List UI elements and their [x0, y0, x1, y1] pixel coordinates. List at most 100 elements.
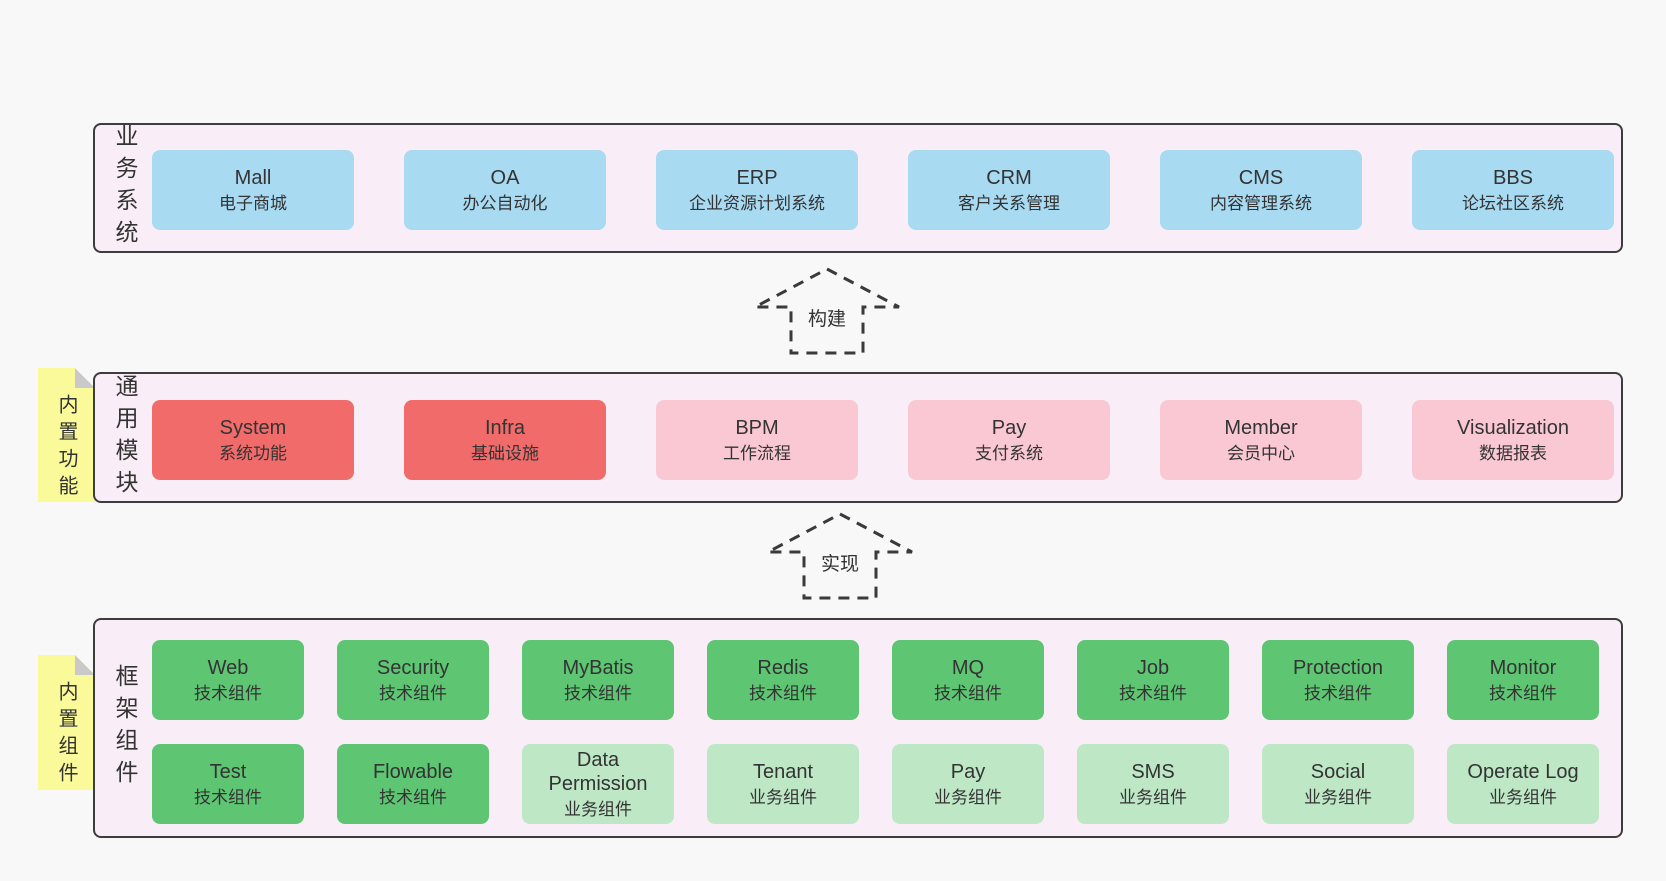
common-modules-row: System 系统功能 Infra 基础设施 BPM 工作流程 Pay 支付系统…: [95, 374, 1621, 480]
box-redis: Redis 技术组件: [707, 640, 859, 720]
box-tenant: Tenant 业务组件: [707, 744, 859, 824]
box-bbs-subtitle: 论坛社区系统: [1462, 193, 1564, 213]
box-oa-name: OA: [490, 166, 520, 189]
box-crm-subtitle: 客户关系管理: [958, 193, 1060, 213]
box-test: Test 技术组件: [152, 744, 304, 824]
arrow-implement: 实现: [765, 511, 915, 601]
box-flowable-name: Flowable: [372, 760, 454, 783]
framework-components-panel: 框架组件 Web 技术组件 Security 技术组件 MyBatis 技术组件…: [93, 618, 1623, 838]
box-erp: ERP 企业资源计划系统: [656, 150, 858, 230]
note-fold-corner-icon: [75, 368, 95, 388]
box-erp-name: ERP: [736, 166, 778, 189]
box-mq-subtitle: 技术组件: [934, 683, 1002, 703]
box-operate-log-name: Operate Log: [1467, 760, 1579, 783]
box-pay-component: Pay 业务组件: [892, 744, 1044, 824]
box-member-name: Member: [1224, 416, 1298, 439]
box-mall: Mall 电子商城: [152, 150, 354, 230]
note-built-in-components-text: 内置组件: [55, 681, 77, 789]
box-web-subtitle: 技术组件: [194, 683, 262, 703]
box-oa: OA 办公自动化: [404, 150, 606, 230]
box-mq: MQ 技术组件: [892, 640, 1044, 720]
box-mall-subtitle: 电子商城: [219, 193, 287, 213]
box-redis-name: Redis: [757, 656, 809, 679]
box-system-name: System: [219, 416, 287, 439]
box-sms-subtitle: 业务组件: [1119, 787, 1187, 807]
common-modules-panel: 通用模块 System 系统功能 Infra 基础设施 BPM 工作流程 Pay…: [93, 372, 1623, 503]
box-job: Job 技术组件: [1077, 640, 1229, 720]
box-flowable: Flowable 技术组件: [337, 744, 489, 824]
box-crm-name: CRM: [986, 166, 1032, 189]
business-systems-label: 业务系统: [112, 124, 138, 252]
box-visualization: Visualization 数据报表: [1412, 400, 1614, 480]
box-bpm-name: BPM: [735, 416, 779, 439]
box-data-permission-name: Data Permission: [548, 748, 648, 795]
box-job-subtitle: 技术组件: [1119, 683, 1187, 703]
box-bpm-subtitle: 工作流程: [723, 443, 791, 463]
box-operate-log: Operate Log 业务组件: [1447, 744, 1599, 824]
box-member: Member 会员中心: [1160, 400, 1362, 480]
box-flowable-subtitle: 技术组件: [379, 787, 447, 807]
box-cms: CMS 内容管理系统: [1160, 150, 1362, 230]
framework-components-row-1: Web 技术组件 Security 技术组件 MyBatis 技术组件 Redi…: [95, 640, 1621, 720]
box-sms: SMS 业务组件: [1077, 744, 1229, 824]
box-pay-component-subtitle: 业务组件: [934, 787, 1002, 807]
box-monitor-name: Monitor: [1489, 656, 1557, 679]
box-cms-subtitle: 内容管理系统: [1210, 193, 1312, 213]
box-protection: Protection 技术组件: [1262, 640, 1414, 720]
arrow-implement-label: 实现: [817, 547, 863, 578]
box-cms-name: CMS: [1238, 166, 1284, 189]
business-systems-row: Mall 电子商城 OA 办公自动化 ERP 企业资源计划系统 CRM 客户关系…: [95, 125, 1621, 230]
box-system: System 系统功能: [152, 400, 354, 480]
box-security-subtitle: 技术组件: [379, 683, 447, 703]
box-social-name: Social: [1310, 760, 1366, 783]
framework-components-row-2: Test 技术组件 Flowable 技术组件 Data Permission …: [95, 744, 1621, 824]
box-protection-subtitle: 技术组件: [1304, 683, 1372, 703]
box-bbs-name: BBS: [1492, 166, 1534, 189]
box-erp-subtitle: 企业资源计划系统: [689, 193, 825, 213]
box-monitor: Monitor 技术组件: [1447, 640, 1599, 720]
box-oa-subtitle: 办公自动化: [462, 193, 548, 213]
framework-components-label: 框架组件: [112, 664, 138, 792]
box-system-subtitle: 系统功能: [219, 443, 287, 463]
note-built-in-components: 内置组件: [38, 655, 95, 790]
box-operate-log-subtitle: 业务组件: [1489, 787, 1557, 807]
box-bbs: BBS 论坛社区系统: [1412, 150, 1614, 230]
box-mybatis-name: MyBatis: [562, 656, 634, 679]
box-tenant-subtitle: 业务组件: [749, 787, 817, 807]
box-mybatis-subtitle: 技术组件: [564, 683, 632, 703]
box-sms-name: SMS: [1131, 760, 1175, 783]
box-social: Social 业务组件: [1262, 744, 1414, 824]
box-mall-name: Mall: [234, 166, 272, 189]
box-infra: Infra 基础设施: [404, 400, 606, 480]
box-data-permission-subtitle: 业务组件: [564, 799, 632, 819]
box-member-subtitle: 会员中心: [1227, 443, 1295, 463]
box-protection-name: Protection: [1292, 656, 1384, 679]
box-pay-module: Pay 支付系统: [908, 400, 1110, 480]
note-built-in-functions-text: 内置功能: [55, 394, 77, 502]
box-web: Web 技术组件: [152, 640, 304, 720]
box-social-subtitle: 业务组件: [1304, 787, 1372, 807]
box-tenant-name: Tenant: [752, 760, 814, 783]
box-monitor-subtitle: 技术组件: [1489, 683, 1557, 703]
arrow-build: 构建: [752, 266, 902, 356]
box-redis-subtitle: 技术组件: [749, 683, 817, 703]
up-arrow-icon: [754, 267, 900, 355]
business-systems-panel: 业务系统 Mall 电子商城 OA 办公自动化 ERP 企业资源计划系统 CRM…: [93, 123, 1623, 253]
box-visualization-name: Visualization: [1457, 416, 1569, 439]
note-fold-corner-icon: [75, 655, 95, 675]
box-security: Security 技术组件: [337, 640, 489, 720]
box-visualization-subtitle: 数据报表: [1479, 443, 1547, 463]
box-job-name: Job: [1136, 656, 1170, 679]
box-mq-name: MQ: [951, 656, 985, 679]
box-pay-module-name: Pay: [991, 416, 1027, 439]
note-built-in-functions: 内置功能: [38, 368, 95, 502]
box-infra-name: Infra: [484, 416, 526, 439]
box-crm: CRM 客户关系管理: [908, 150, 1110, 230]
box-pay-component-name: Pay: [950, 760, 986, 783]
box-test-name: Test: [209, 760, 247, 783]
box-security-name: Security: [376, 656, 450, 679]
box-data-permission: Data Permission 业务组件: [522, 744, 674, 824]
up-arrow-icon: [767, 512, 913, 600]
common-modules-label: 通用模块: [112, 373, 138, 502]
